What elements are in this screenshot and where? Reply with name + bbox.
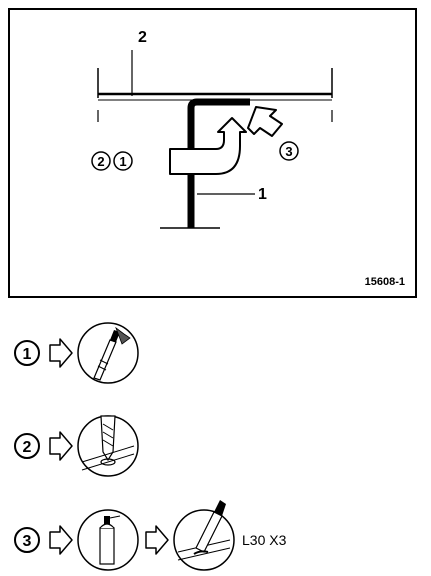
step-2-row: 2 bbox=[14, 415, 139, 477]
bend-arrow-icon bbox=[169, 117, 247, 175]
cutting-tool-icon bbox=[77, 322, 139, 384]
step-number-3: 3 bbox=[23, 533, 32, 550]
step-3-arrow-icon bbox=[49, 525, 73, 555]
callout-2: 2 bbox=[138, 29, 147, 46]
figure-step-badge-2: 2 bbox=[91, 151, 111, 171]
step-3-note: L30 X3 bbox=[242, 532, 287, 548]
step-3-row: 3 bbox=[14, 500, 235, 571]
figure-step-badge-1: 1 bbox=[113, 151, 133, 171]
insert-arrow-icon bbox=[247, 106, 283, 137]
step-badge-3: 3 bbox=[14, 527, 40, 553]
pipe-part bbox=[160, 98, 250, 229]
svg-text:3: 3 bbox=[285, 144, 292, 159]
drill-icon bbox=[77, 415, 139, 477]
callout-1: 1 bbox=[258, 186, 267, 203]
sealant-application-icon bbox=[173, 500, 235, 571]
spray-can-icon bbox=[77, 509, 139, 571]
step-number-2: 2 bbox=[23, 439, 32, 456]
step-2-arrow-icon bbox=[49, 431, 73, 461]
step-badge-2: 2 bbox=[14, 433, 40, 459]
figure-step-badge-3: 3 bbox=[279, 141, 299, 161]
step-1-arrow-icon bbox=[49, 338, 73, 368]
figure-frame: 2 1 2 1 3 15608-1 bbox=[8, 8, 417, 298]
step-3-second-arrow-icon bbox=[145, 525, 169, 555]
step-number-1: 1 bbox=[23, 346, 32, 363]
repair-diagram: 2 1 2 1 3 bbox=[91, 29, 333, 229]
figure-reference: 15608-1 bbox=[364, 276, 405, 288]
step-1-row: 1 bbox=[14, 322, 139, 384]
svg-text:2: 2 bbox=[97, 154, 104, 169]
svg-text:1: 1 bbox=[119, 154, 126, 169]
step-badge-1: 1 bbox=[14, 340, 40, 366]
